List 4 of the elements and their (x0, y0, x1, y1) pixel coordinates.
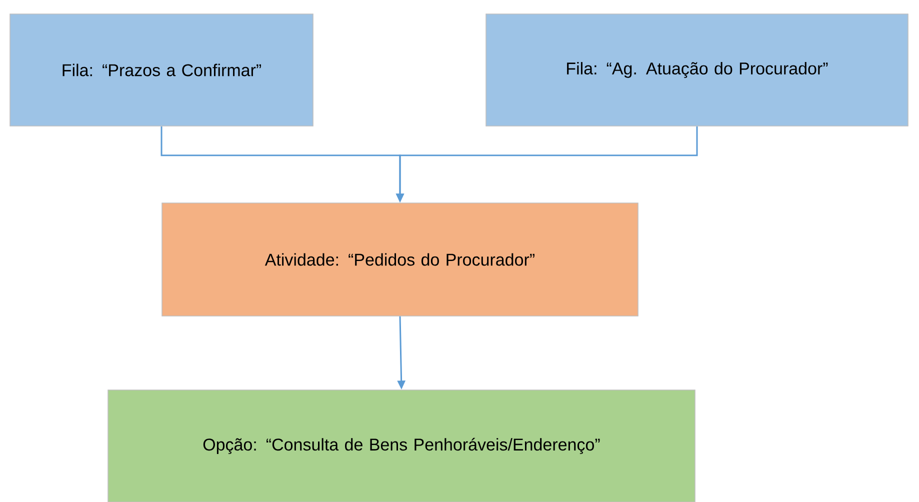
process-box: Opção: “Consulta de Bens Penhoráveis/Enderenço” (108, 390, 696, 502)
process-box: Atividade: “Pedidos do Procurador” (162, 202, 638, 316)
process-box: Fila: “Ag. Atuação do Procurador” (486, 14, 908, 126)
process-box: Fila: “Prazos a Confirmar” (10, 14, 314, 126)
